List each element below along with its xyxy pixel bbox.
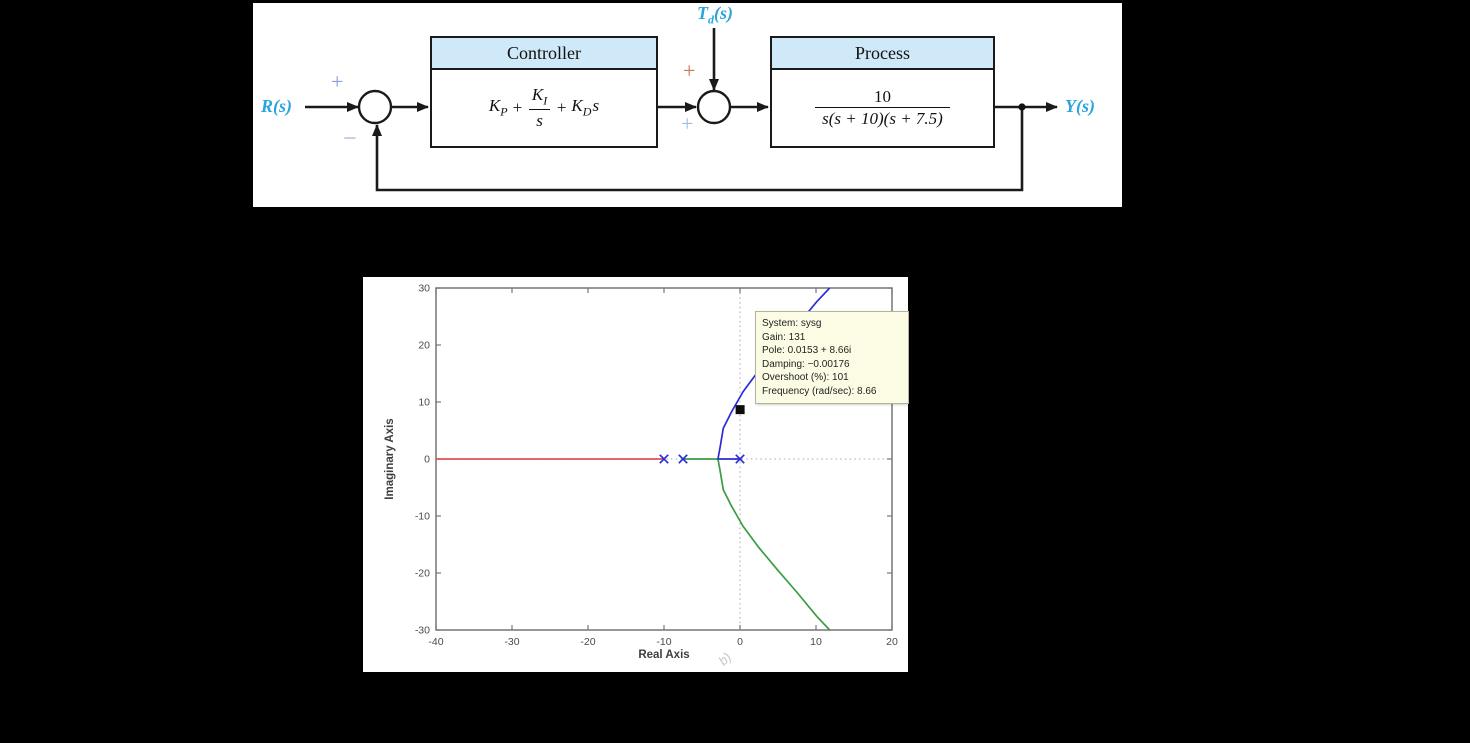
datatip-overshoot-line: Overshoot (%): 101 bbox=[762, 372, 849, 383]
pole-marker[interactable] bbox=[735, 454, 745, 464]
x-tick-label: -30 bbox=[504, 636, 519, 648]
kd-variable: s bbox=[592, 96, 600, 116]
x-tick-label: -10 bbox=[656, 636, 671, 648]
feedback-wire bbox=[372, 107, 1024, 192]
pole-marker[interactable] bbox=[659, 454, 669, 464]
selected-pole-marker[interactable] bbox=[735, 405, 745, 415]
ki-base: K bbox=[531, 85, 544, 105]
diagram-wires-svg bbox=[305, 28, 1058, 192]
output-signal-label: Y(s) bbox=[1065, 96, 1095, 116]
y-tick-label: 20 bbox=[418, 340, 430, 352]
datatip-box[interactable]: System: sysg Gain: 131 Pole: 0.0153 + 8.… bbox=[755, 311, 909, 404]
x-tick-label: -20 bbox=[580, 636, 595, 648]
x-axis-title: Real Axis bbox=[638, 649, 689, 661]
plus-operator-2: + bbox=[556, 98, 567, 117]
datatip-gain-line: Gain: 131 bbox=[762, 331, 806, 343]
datatip-pole-line: Pole: 0.0153 + 8.66i bbox=[762, 345, 852, 356]
x-tick-label: 10 bbox=[810, 636, 822, 648]
kd-base: K bbox=[571, 96, 583, 116]
disturbance-signal-label: Td(s) bbox=[689, 3, 741, 28]
y-tick-label: 10 bbox=[418, 397, 430, 409]
sum1-minus-sign: − bbox=[343, 126, 357, 152]
process-transfer-function: 10 s(s + 10)(s + 7.5) bbox=[772, 70, 993, 146]
disturbance-subscript: d bbox=[708, 12, 714, 27]
disturbance-letter: T bbox=[697, 3, 708, 23]
page-watermark: b) bbox=[715, 649, 734, 668]
process-denominator: s(s + 10)(s + 7.5) bbox=[815, 107, 950, 129]
disturbance-args: (s) bbox=[714, 3, 733, 23]
y-axis-title: Imaginary Axis bbox=[384, 418, 396, 499]
controller-transfer-function: KP + KI s + KDs bbox=[432, 70, 656, 146]
controller-block: Controller KP + KI s + KDs bbox=[430, 36, 658, 148]
summing-junction-1 bbox=[357, 89, 393, 125]
plus-operator-1: + bbox=[512, 98, 523, 117]
sum2-top-plus-sign: + bbox=[683, 58, 696, 83]
y-tick-label: 0 bbox=[424, 454, 430, 466]
input-signal-label: R(s) bbox=[261, 96, 292, 116]
sum2-bottom-plus-sign: + bbox=[681, 111, 694, 136]
kp-subscript: P bbox=[500, 104, 508, 119]
ki-fraction: KI s bbox=[529, 85, 550, 130]
x-tick-label: -40 bbox=[428, 636, 443, 648]
ki-denominator: s bbox=[529, 108, 550, 131]
process-numerator: 10 bbox=[874, 87, 891, 106]
process-fraction: 10 s(s + 10)(s + 7.5) bbox=[815, 87, 950, 129]
summing-junction-2 bbox=[696, 89, 732, 125]
kd-term: KDs bbox=[571, 96, 599, 119]
sum1-plus-sign: + bbox=[331, 69, 344, 94]
y-tick-label: -30 bbox=[415, 625, 430, 637]
kd-subscript: D bbox=[582, 104, 592, 119]
pickoff-point bbox=[1018, 103, 1026, 111]
locus-lower-complex-branch[interactable] bbox=[683, 458, 831, 631]
kp-base: K bbox=[488, 96, 501, 116]
pole-marker[interactable] bbox=[678, 454, 688, 464]
controller-block-title: Controller bbox=[432, 38, 656, 70]
x-tick-label: 0 bbox=[737, 636, 743, 648]
x-tick-label: 20 bbox=[886, 636, 898, 648]
ki-numerator: KI bbox=[532, 85, 547, 108]
datatip-system-line: System: sysg bbox=[762, 318, 822, 329]
process-block: Process 10 s(s + 10)(s + 7.5) bbox=[770, 36, 995, 148]
kp-term: KP bbox=[489, 96, 508, 119]
y-tick-label: -10 bbox=[415, 511, 430, 523]
block-diagram-panel: R(s) Td(s) Y(s) + − + + Controller KP + … bbox=[253, 3, 1122, 207]
process-block-title: Process bbox=[772, 38, 993, 70]
ki-subscript: I bbox=[543, 93, 548, 108]
datatip-damping-line: Damping: −0.00176 bbox=[762, 358, 850, 370]
y-tick-label: 30 bbox=[418, 283, 430, 295]
datatip-frequency-line: Frequency (rad/sec): 8.66 bbox=[762, 385, 877, 397]
y-tick-label: -20 bbox=[415, 568, 430, 580]
